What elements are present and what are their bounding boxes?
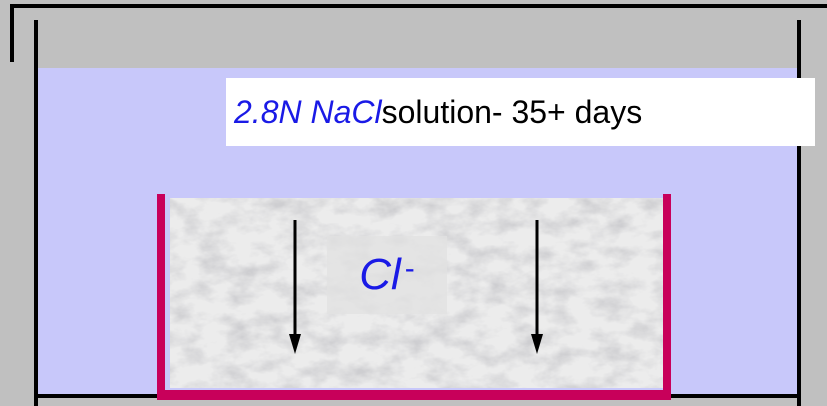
lid-top-line — [10, 4, 827, 8]
duration-text: solution- 35+ days — [381, 93, 643, 130]
tank-right-wall — [797, 20, 801, 406]
solution-label: 2.8N NaCl solution- 35+ days — [226, 78, 815, 146]
tank-left-wall — [34, 20, 38, 406]
concentration-text: 2.8N NaCl — [234, 93, 382, 130]
mold-left-wall — [157, 194, 165, 400]
mold-bottom — [157, 390, 671, 400]
ion-charge: - — [404, 252, 415, 285]
mold-right-wall — [663, 194, 671, 400]
diffusion-arrow-left — [289, 220, 301, 354]
chloride-ion-label: Cl- — [327, 236, 447, 314]
lid-left-line — [10, 4, 14, 62]
diffusion-arrow-right — [531, 220, 543, 354]
ion-symbol: Cl — [359, 250, 401, 299]
